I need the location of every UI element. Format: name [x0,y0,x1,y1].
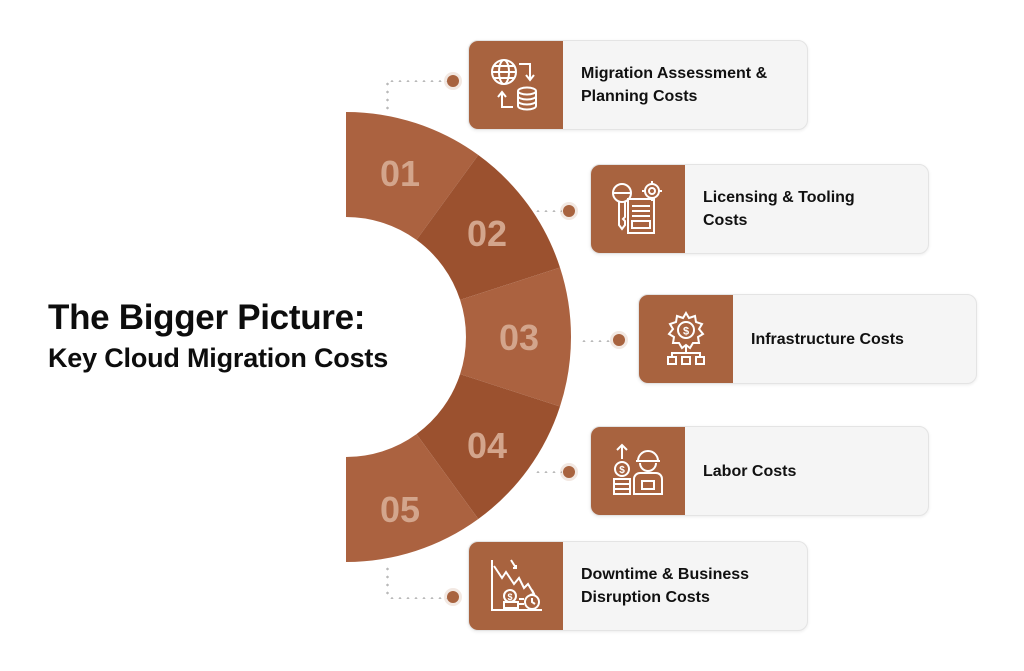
card-icon-panel [469,41,563,129]
card-title-line-2: Planning Costs [581,88,698,105]
cost-card-05: $ Downtime & Business Disruption Costs [468,541,808,631]
svg-text:$: $ [507,592,512,602]
card-title-line-1: Labor Costs [703,462,797,480]
connector-05 [388,597,448,599]
card-title-line-1: Infrastructure Costs [751,330,904,348]
segment-03 [460,267,572,407]
card-icon-panel: $ [591,427,685,515]
connector-dot-04 [563,466,575,478]
segment-01 [346,112,479,240]
connector-02 [534,210,562,212]
card-icon-panel [591,165,685,253]
globe-database-cycle-icon [491,59,537,111]
cost-card-01: Migration Assessment & Planning Costs [468,40,808,130]
segment-number: 03 [499,317,539,358]
card-icon-panel: $ [639,295,733,383]
segment-05 [346,434,479,562]
card-title-line-1: Migration Assessment & [581,65,768,82]
card-title-line-1: Downtime & Business [581,566,750,583]
segment-number: 05 [380,489,420,530]
connector-dot-03 [613,334,625,346]
gear-dollar-network-icon: $ [667,311,705,365]
connector-dot-02 [563,205,575,217]
chart-decline-clock-icon: $ [491,559,542,611]
card-title-line-2: Disruption Costs [581,589,710,606]
card-title-line-2: Costs [703,212,748,229]
connector-04 [534,471,562,473]
connector-dot-05 [447,591,459,603]
cost-card-02: Licensing & Tooling Costs [590,164,929,254]
svg-text:$: $ [683,326,689,338]
card-title-line-1: Licensing & Tooling [703,189,855,206]
connector-dot-01 [447,75,459,87]
connector-01-vertical [386,80,389,110]
segment-04 [416,374,560,519]
segment-number: 01 [380,153,420,194]
connector-05-vertical [386,565,389,597]
connector-03 [580,340,612,342]
worker-coins-icon: $ [613,443,663,495]
connector-01 [388,80,448,82]
segment-number: 02 [467,213,507,254]
title-line-2: Key Cloud Migration Costs [48,343,389,373]
page-title: The Bigger Picture: Key Cloud Migration … [48,296,388,376]
segment-number: 04 [467,425,507,466]
segment-02 [416,155,560,300]
card-icon-panel: $ [469,542,563,630]
key-document-gear-icon [612,181,662,234]
cost-card-04: $ Labor Costs [590,426,929,516]
cost-card-03: $ Infrastructure Costs [638,294,977,384]
title-line-1: The Bigger Picture: [48,298,366,337]
svg-text:$: $ [619,465,625,476]
